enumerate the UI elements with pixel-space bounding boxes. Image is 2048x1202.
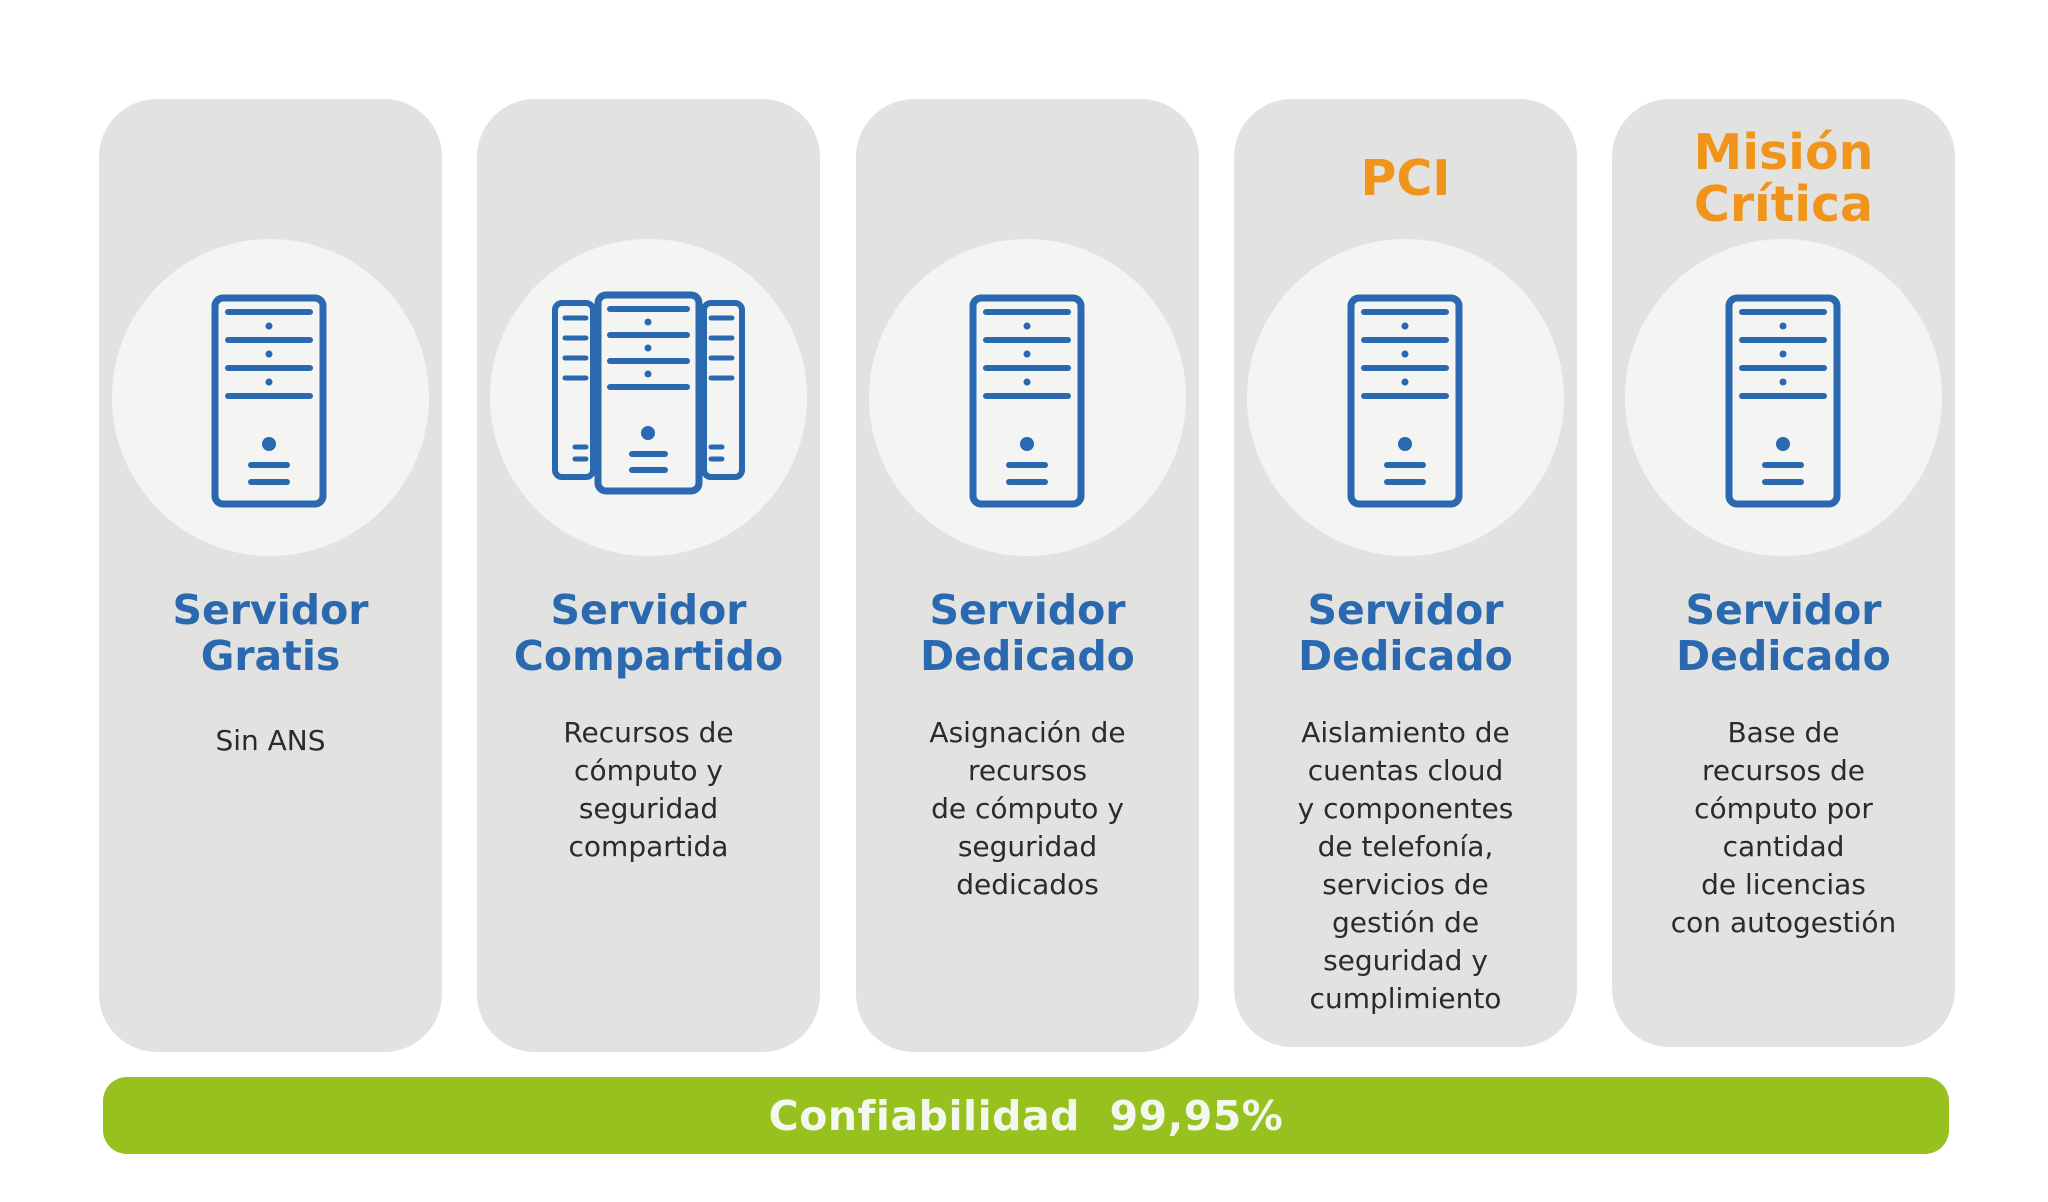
server-tower-icon xyxy=(211,294,327,508)
tier-card-pci: PCI Servidor Dedicado Aislamiento de cue… xyxy=(1234,99,1577,1047)
tier-title: Servidor Compartido xyxy=(513,586,784,680)
reliability-bar: Confiabilidad 99,95% xyxy=(103,1077,1949,1154)
reliability-label: Confiabilidad 99,95% xyxy=(768,1091,1284,1140)
tier-card-servidor-gratis: Servidor Gratis Sin ANS xyxy=(99,99,442,1052)
tier-title: Servidor Dedicado xyxy=(920,586,1135,680)
tier-card-mision-critica: Misión Crítica Servidor Dedicado Base de… xyxy=(1612,99,1955,1047)
tier-description: Base de recursos de cómputo por cantidad… xyxy=(1670,716,1897,939)
tier-title: Servidor Gratis xyxy=(172,586,369,680)
tier-card-servidor-compartido: Servidor Compartido Recursos de cómputo … xyxy=(477,99,820,1052)
tier-tag-mision-critica: Misión Crítica xyxy=(1693,124,1874,233)
server-tower-icon xyxy=(1725,294,1841,508)
icon-circle xyxy=(490,239,807,556)
tier-card-servidor-dedicado: Servidor Dedicado Asignación de recursos… xyxy=(856,99,1199,1052)
tier-description: Recursos de cómputo y seguridad comparti… xyxy=(563,716,734,863)
tier-description: Sin ANS xyxy=(215,724,326,757)
icon-circle xyxy=(112,239,429,556)
server-tower-icon xyxy=(969,294,1085,508)
icon-circle xyxy=(1247,239,1564,556)
tier-title: Servidor Dedicado xyxy=(1676,586,1891,680)
icon-circle xyxy=(1625,239,1942,556)
server-cluster-icon xyxy=(552,291,745,495)
tier-description: Asignación de recursos de cómputo y segu… xyxy=(929,716,1126,901)
tier-title: Servidor Dedicado xyxy=(1298,586,1513,680)
server-tower-icon xyxy=(1347,294,1463,508)
tier-tag-pci: PCI xyxy=(1360,150,1451,207)
icon-circle xyxy=(869,239,1186,556)
tier-description: Aislamiento de cuentas cloud y component… xyxy=(1297,716,1514,1015)
